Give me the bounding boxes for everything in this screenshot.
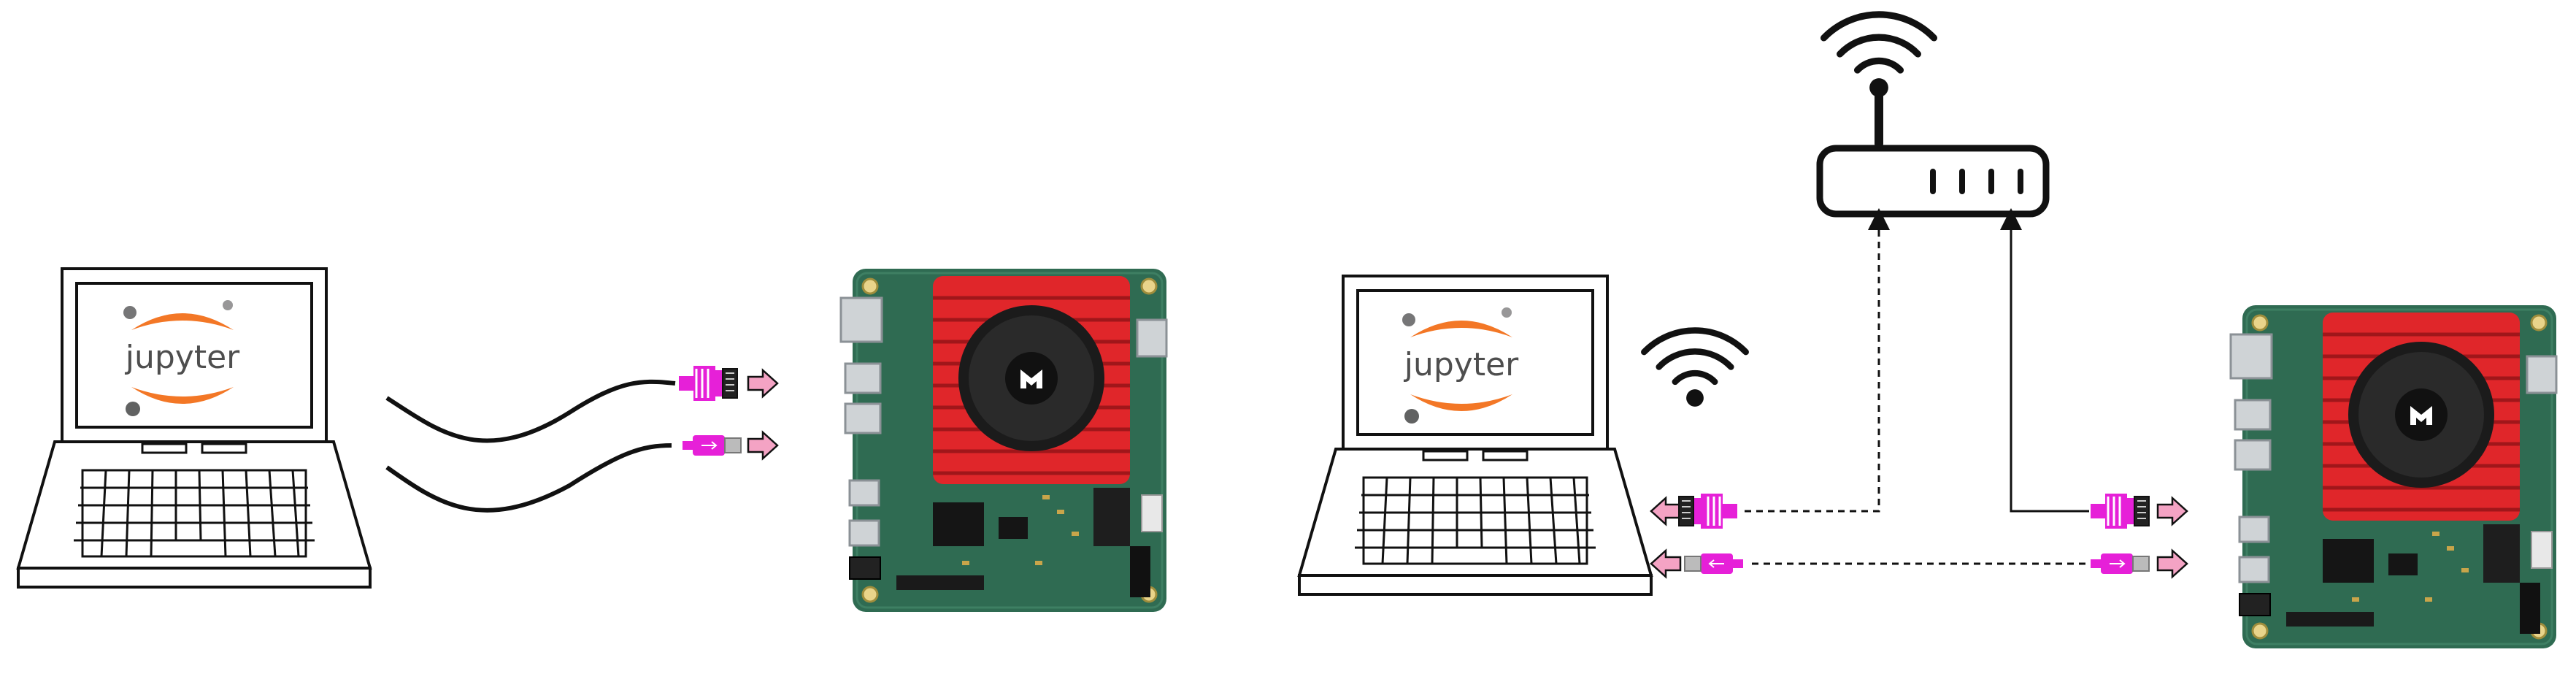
laptop-ethernet-arrow-icon	[1650, 497, 1682, 526]
left-ethernet-arrow-icon	[747, 369, 779, 398]
laptop-router-link	[1745, 208, 1890, 513]
left-jupyter-logo-icon: jupyter	[123, 300, 240, 416]
right-dev-board-icon	[2231, 305, 2556, 648]
left-dev-board-icon	[841, 269, 1166, 612]
left-jupyter-text: jupyter	[125, 339, 240, 376]
board-usb-arrow-icon	[2156, 549, 2188, 578]
laptop-wifi-icon	[1644, 331, 1745, 407]
left-usb-arrow-icon	[747, 431, 779, 460]
right-jupyter-logo-icon: jupyter	[1402, 307, 1519, 424]
board-ethernet-plug-icon	[2089, 492, 2150, 530]
board-ethernet-arrow-icon	[2156, 497, 2188, 526]
board-router-link	[2000, 208, 2089, 513]
board-usb-plug-icon	[2090, 553, 2150, 575]
left-ethernet-plug-icon	[677, 364, 739, 402]
router-wifi-icon	[1824, 15, 1934, 97]
left-usb-cable	[385, 443, 672, 513]
router-icon	[1816, 88, 2050, 218]
left-ethernet-cable	[385, 379, 676, 443]
laptop-usb-plug-icon	[1684, 553, 1744, 575]
laptop-usb-arrow-icon	[1650, 549, 1682, 578]
right-jupyter-text: jupyter	[1404, 346, 1519, 383]
left-usb-plug-icon	[682, 434, 742, 456]
laptop-ethernet-plug-icon	[1677, 492, 1739, 530]
